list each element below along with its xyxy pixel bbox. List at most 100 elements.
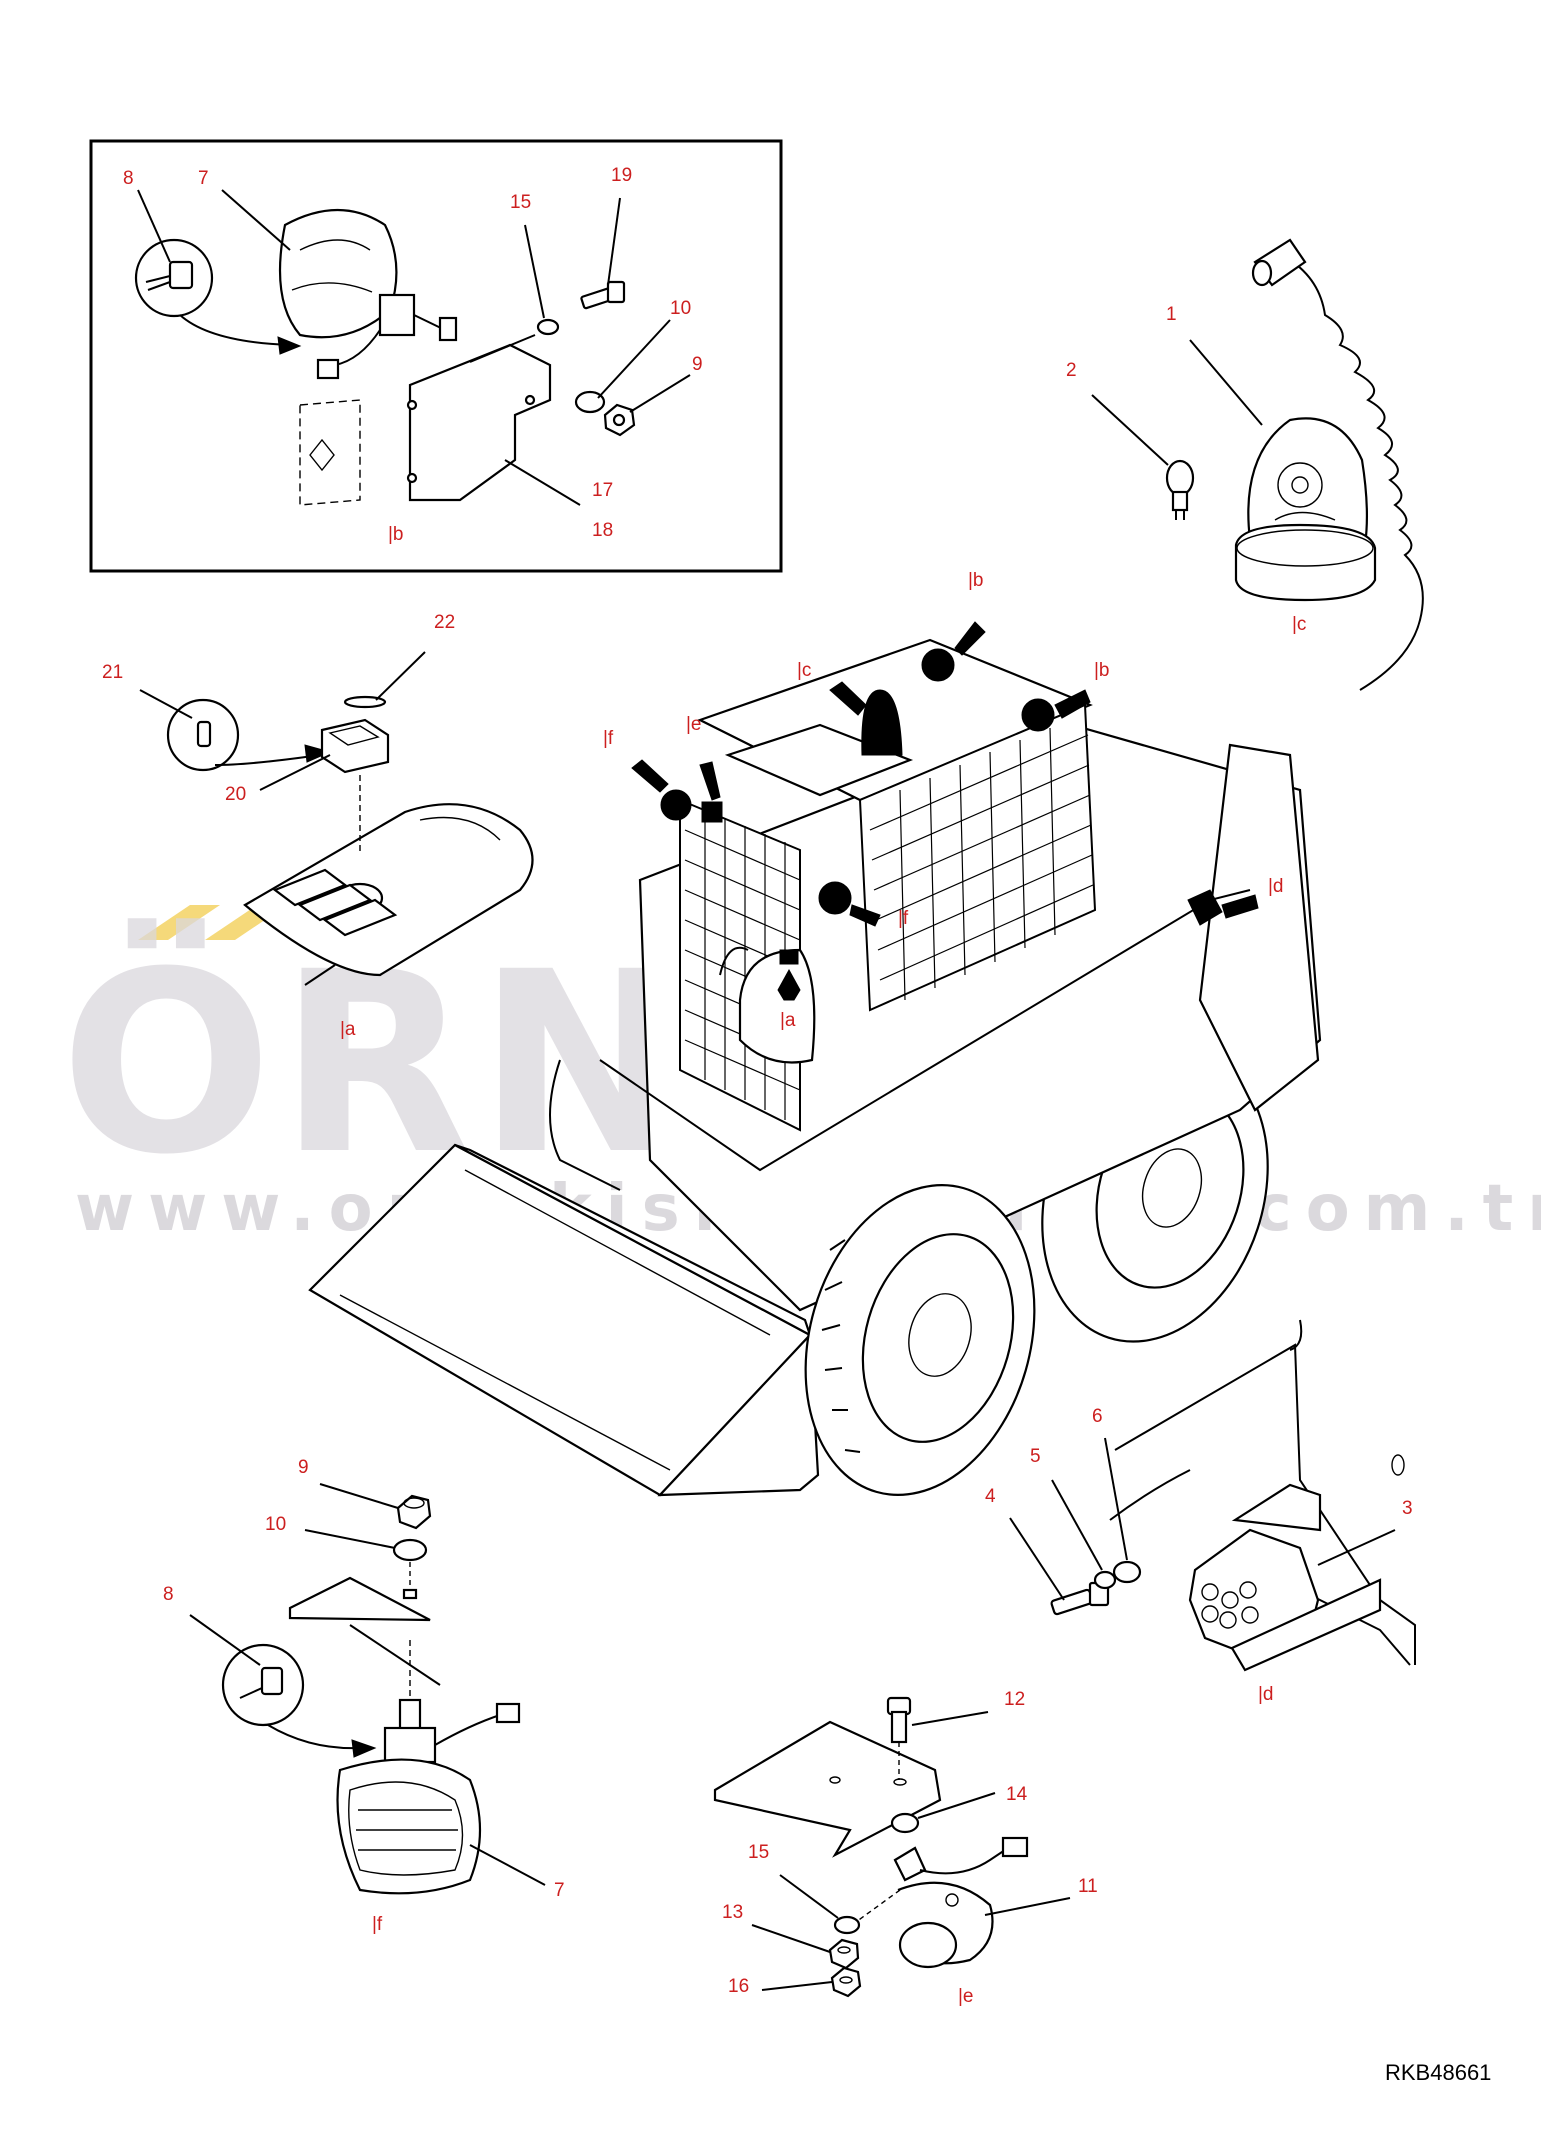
lamp-mount-plate <box>288 1576 431 1622</box>
leader-19 <box>607 197 621 286</box>
ref-f-machine-left: |f <box>603 728 614 749</box>
leader-7-lower <box>469 1844 546 1886</box>
label-16: 16 <box>728 1976 749 1997</box>
washer-6 <box>1112 1560 1142 1584</box>
leader-9-lower <box>319 1483 399 1509</box>
nut-9-inset <box>603 403 636 437</box>
label-18: 18 <box>592 520 613 541</box>
leader-8-lower <box>189 1614 261 1666</box>
marker-socket <box>1187 889 1223 926</box>
bolt-19 <box>580 280 626 310</box>
console-cover <box>243 803 534 977</box>
machine-body <box>549 638 1322 1312</box>
label-6: 6 <box>1092 1406 1103 1427</box>
mounting-surface <box>299 399 361 506</box>
console-switch-slots <box>272 868 398 937</box>
watermark-accent-left <box>138 905 220 940</box>
nut-16 <box>830 1966 862 1998</box>
operator-seat <box>719 946 816 1064</box>
leader-16 <box>761 1981 833 1991</box>
marker-lamp-top <box>921 648 955 682</box>
ref-b-right: |b <box>1094 660 1110 681</box>
trailer-socket <box>1188 1483 1382 1672</box>
label-2: 2 <box>1066 360 1077 381</box>
marker-beacon <box>861 689 903 756</box>
location-markers <box>631 621 1259 1001</box>
ref-e-machine: |e <box>686 714 702 735</box>
label-15-inset: 15 <box>510 192 531 213</box>
label-14: 14 <box>1006 1784 1028 1805</box>
label-19: 19 <box>611 165 632 186</box>
switch-panel-detail: 21 22 20 |a <box>102 612 534 1040</box>
bulb-2 <box>1165 459 1195 520</box>
inset-detail-b: 8 7 15 19 10 9 17 18 |b <box>89 139 783 573</box>
label-17: 17 <box>592 480 613 501</box>
marker-horn <box>701 801 723 823</box>
label-9-inset: 9 <box>692 354 703 375</box>
label-9-lower: 9 <box>298 1457 309 1478</box>
label-21: 21 <box>102 662 123 683</box>
rotating-beacon: 1 2 |c <box>1066 238 1424 691</box>
leader-14 <box>917 1792 996 1819</box>
washer-10-lower <box>392 1538 428 1562</box>
leader-3 <box>1317 1529 1396 1566</box>
leader-6 <box>1104 1437 1128 1561</box>
marker-lamp-mid <box>818 881 852 915</box>
socket-detail-d: 4 5 6 3 |d <box>985 1319 1416 1705</box>
leader-5 <box>1051 1479 1103 1571</box>
skid-steer-loader: |b |b |c |e |f |f |a |d <box>308 570 1322 1497</box>
ref-b-inset: |b <box>388 524 404 545</box>
work-lamp-detail-f: 9 10 8 7 |f <box>163 1457 565 1935</box>
label-7-lower: 7 <box>554 1880 565 1901</box>
leader-4 <box>1009 1517 1065 1601</box>
ref-d-machine: |d <box>1268 876 1284 897</box>
cab-grille-pattern <box>684 727 1094 1120</box>
washer-5 <box>1093 1570 1117 1590</box>
leader-8-inset <box>137 189 171 263</box>
leader-7-inset <box>221 189 291 251</box>
washer-15-inset <box>536 318 560 336</box>
leader-10-lower <box>304 1529 396 1549</box>
inset-frame <box>89 139 783 573</box>
beacon-base <box>1234 523 1377 602</box>
ref-c-beacon: |c <box>1292 614 1306 635</box>
leader-12 <box>911 1711 989 1726</box>
leader-1 <box>1189 339 1263 426</box>
label-10-lower: 10 <box>265 1514 286 1535</box>
label-1: 1 <box>1166 304 1177 325</box>
cab-grille-right <box>858 703 1097 1012</box>
label-13: 13 <box>722 1902 743 1923</box>
leader-10-inset <box>597 319 671 399</box>
label-15-lower: 15 <box>748 1842 769 1863</box>
beacon-cable <box>1289 259 1424 691</box>
label-22: 22 <box>434 612 455 633</box>
label-7-inset: 7 <box>198 168 209 189</box>
connector-arrow <box>277 336 302 355</box>
label-8-inset: 8 <box>123 168 134 189</box>
drawing-code: RKB48661 <box>1385 2060 1491 2085</box>
label-10-inset: 10 <box>670 298 691 319</box>
ref-b-top: |b <box>968 570 984 591</box>
washer-14 <box>890 1812 920 1834</box>
marker-lamp-left <box>660 789 692 821</box>
ref-e-horn: |e <box>958 1986 974 2007</box>
label-8-lower: 8 <box>163 1584 174 1605</box>
washer-10-inset <box>574 390 606 414</box>
label-11: 11 <box>1078 1876 1098 1897</box>
ref-c-machine: |c <box>797 660 811 681</box>
leader-2 <box>1091 394 1169 466</box>
leader-15-lower <box>779 1874 839 1919</box>
ref-f-lamp: |f <box>372 1914 383 1935</box>
work-lamp-lower <box>336 1698 521 1895</box>
ref-a-panel: |a <box>340 1019 356 1040</box>
label-4: 4 <box>985 1486 996 1507</box>
beacon-plug <box>1251 238 1307 287</box>
horn-mount-plate <box>713 1720 942 1858</box>
label-20: 20 <box>225 784 246 805</box>
leader-17-18 <box>504 459 581 506</box>
ref-a-machine: |a <box>780 1010 796 1031</box>
label-3: 3 <box>1402 1498 1413 1519</box>
nut-9-lower <box>396 1494 432 1530</box>
bucket <box>308 1143 820 1497</box>
